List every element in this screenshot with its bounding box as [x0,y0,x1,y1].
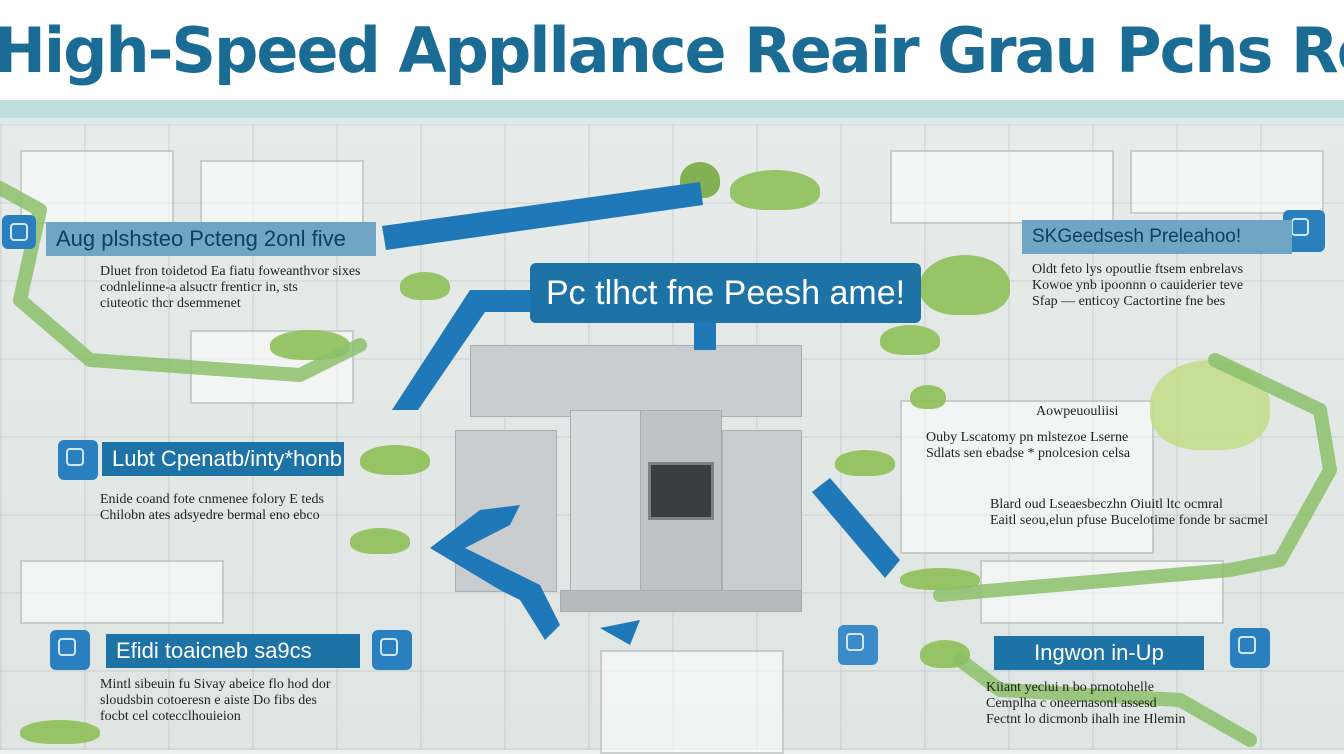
desc-top-right: Oldt feto lys opoutlie ftsem enbrelavs K… [1032,262,1243,310]
page-title: High-Speed Appllance Reair Grau Pchs Res… [0,14,1344,87]
header-rule-light [0,118,1344,124]
desc-line: Enide coand fote cnmenee folory E teds [100,492,324,507]
fridge [570,410,642,592]
desc-line: Cemplha c oneernasonl assesd [986,696,1157,711]
desc-line: Sdlats sen ebadse * pnolcesion celsa [926,446,1131,461]
oven-window [648,462,714,520]
desc-line: focbt cel cotecclhouieion [100,709,241,724]
background-tile [20,560,224,624]
callout-banner: Pc tlhct fne Peesh ame! [530,263,922,323]
desc-line: Ouby Lscatomy pn mlstezoe Lserne [926,430,1129,445]
blue-arrow-right [812,478,900,578]
leaf-shape [20,720,100,744]
desc-line: codnlelinne-a alsuctr frenticr in, sts [100,280,298,295]
header: High-Speed Appllance Reair Grau Pchs Res… [0,0,1344,100]
appliance-icon-bottom-left [50,630,90,670]
desc-bottom-right: Kiiant yeclui n bo prnotohelle Cemplha c… [986,680,1185,728]
desc-bottom-left: Mintl sibeuin fu Sivay abeice flo hod do… [100,677,331,725]
appliance-icon-bottom-center [372,630,412,670]
desc-lower-right: Blard oud Lseaesbeczhn Oiuitl ltc ocmral… [990,497,1268,529]
desc-mid-left: Enide coand fote cnmenee folory E teds C… [100,492,324,524]
leaf-shape [920,255,1010,315]
leaf-shape [730,170,820,210]
blue-arrow-diagonal [392,290,560,410]
desc-line: ciuteotic thcr dsemmenet [100,296,241,311]
background-tile [1130,150,1324,214]
appliance-icon-top-left [2,215,36,249]
desc-line: Fectnt lo dicmonb ihalh ine Hlemin [986,712,1186,727]
background-tile [890,150,1114,224]
appliance-icon-mid-left [58,440,98,480]
desc-line: Kiiant yeclui n bo prnotohelle [986,680,1154,695]
appliance-icon-bottom-mid [838,625,878,665]
label-bottom-right: Ingwon in-Up [994,636,1204,670]
desc-line: Dluet fron toidetod Ea fiatu foweanthvor… [100,264,361,279]
blue-arrow-left [430,505,560,640]
appliance-icon-bottom-right [1230,628,1270,668]
desc-line: Oldt feto lys opoutlie ftsem enbrelavs [1032,262,1244,277]
leaf-shape [880,325,940,355]
desc-line: Kowoe ynb ipoonnn o cauiderier teve [1032,278,1244,293]
leaf-shape [350,528,410,554]
desc-line: sloudsbin cotoeresn e aiste Do fibs des [100,693,317,708]
leaf-shape [910,385,946,409]
green-connector-left [0,181,367,382]
background-tile [900,400,1154,554]
header-rule [0,100,1344,118]
desc-mid-right: Ouby Lscatomy pn mlstezoe Lserne Sdlats … [926,430,1130,462]
label-bottom-left: Efidi toaicneb sa9cs [106,634,360,668]
cabinet-right [722,430,802,592]
background-tile [200,160,364,224]
counter [560,590,802,612]
green-connector-bottom [953,653,1257,747]
green-connector-right [933,353,1337,602]
leaf-shape [900,568,980,590]
desc-mid-right-heading: Aowpeuouliisi [1036,404,1119,419]
label-mid-left: Lubt Cpenatb/inty*honb [102,442,344,476]
desc-line: Blard oud Lseaesbeczhn Oiuitl ltc ocmral [990,497,1223,512]
blue-arrow-bottom [600,620,640,645]
blue-arrow-top [382,182,703,250]
desc-line: Mintl sibeuin fu Sivay abeice flo hod do… [100,677,331,692]
desc-line: Sfap — enticoy Cactortine fne bes [1032,294,1226,309]
leaf-shape [400,272,450,300]
desc-line: Eaitl seou,elun pfuse Bucelotime fonde b… [990,513,1268,528]
desc-top-left: Dluet fron toidetod Ea fiatu foweanthvor… [100,264,360,312]
label-top-right: SKGeedsesh Preleahoo! [1022,220,1292,254]
label-top-left: Aug plshsteo Pcteng 2onl five [46,222,376,256]
desc-line: Chilobn ates adsyedre bermal eno ebco [100,508,320,523]
leaf-shape [360,445,430,475]
leaf-shape [835,450,895,476]
